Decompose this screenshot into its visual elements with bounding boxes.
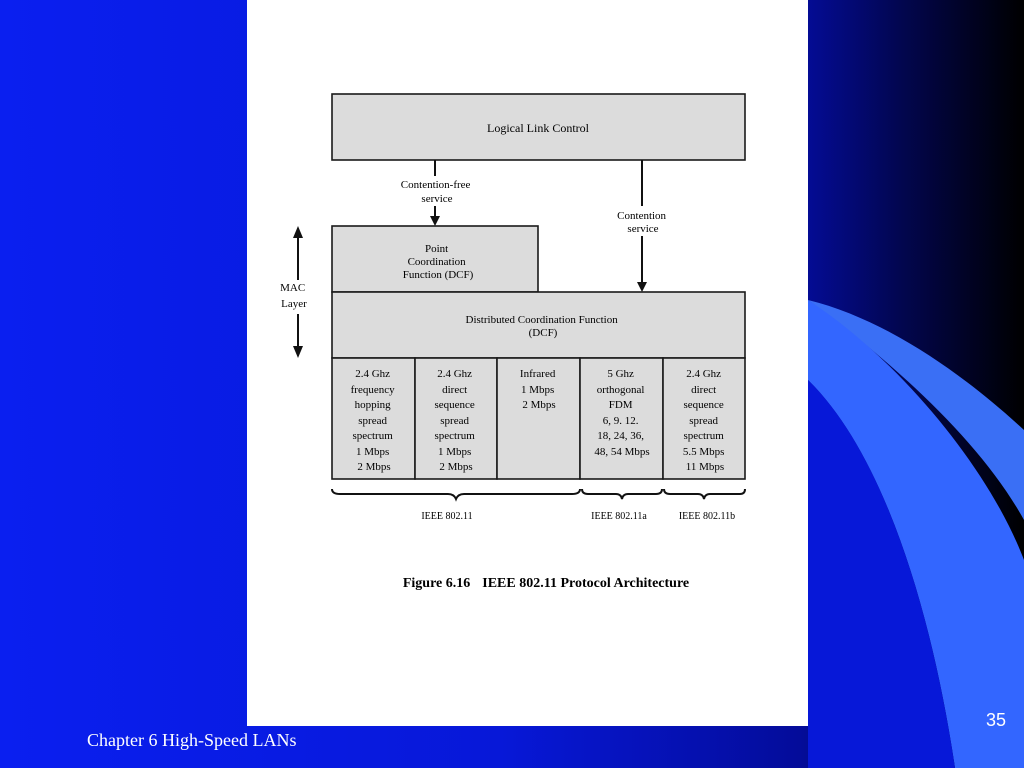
phy-box-1 [331, 357, 416, 480]
phy-label-2: 2.4 Ghz direct sequence spread spectrum … [434, 368, 477, 473]
brace-ieee-802-11b [663, 488, 746, 500]
deco-swoosh-light [808, 300, 1024, 520]
dcf-label: Distributed Coordination Function (DCF) [466, 314, 621, 339]
contention-free-label: Contention-free service [401, 179, 473, 205]
pcf-box [331, 225, 539, 293]
mac-layer-label: MAC Layer [280, 282, 308, 310]
deco-swoosh-dark [808, 380, 955, 768]
phy-box-5 [662, 357, 746, 480]
mac-layer-arrowhead-down [293, 346, 303, 358]
mac-layer-arrowhead-up [293, 226, 303, 238]
phy-box-2 [414, 357, 498, 480]
phy-label-4: 5 Ghz orthogonal FDM 6, 9. 12. 18, 24, 3… [594, 368, 649, 458]
brace-ieee-802-11a [581, 488, 663, 500]
phy-label-1: 2.4 Ghz frequency hopping spread spectru… [351, 368, 398, 473]
brace-ieee-802-11 [331, 488, 581, 502]
contention-label: Contention service [617, 210, 669, 235]
dcf-box [331, 291, 746, 359]
deco-swoosh-main [808, 300, 1024, 768]
page-number: 35 [986, 710, 1007, 730]
standard-label-802-11: IEEE 802.11 [421, 511, 472, 522]
phy-label-3: Infrared 1 Mbps 2 Mbps [520, 368, 558, 411]
llc-label: Logical Link Control [487, 121, 590, 135]
contention-arrowhead [637, 282, 647, 292]
figure-caption: Figure 6.16 IEEE 802.11 Protocol Architec… [403, 576, 689, 591]
contention-free-arrowhead [430, 216, 440, 226]
llc-box [331, 93, 746, 161]
standard-label-802-11a: IEEE 802.11a [591, 511, 647, 522]
slide-footer: Chapter 6 High-Speed LANs [87, 730, 297, 750]
phy-box-3 [496, 357, 581, 480]
standard-label-802-11b: IEEE 802.11b [679, 511, 735, 522]
pcf-label: Point Coordination Function (DCF) [403, 243, 474, 281]
phy-label-5: 2.4 Ghz direct sequence spread spectrum … [683, 368, 727, 473]
phy-box-4 [579, 357, 664, 480]
caption-number: Figure 6.16 [403, 576, 470, 591]
caption-title: IEEE 802.11 Protocol Architecture [482, 576, 689, 591]
